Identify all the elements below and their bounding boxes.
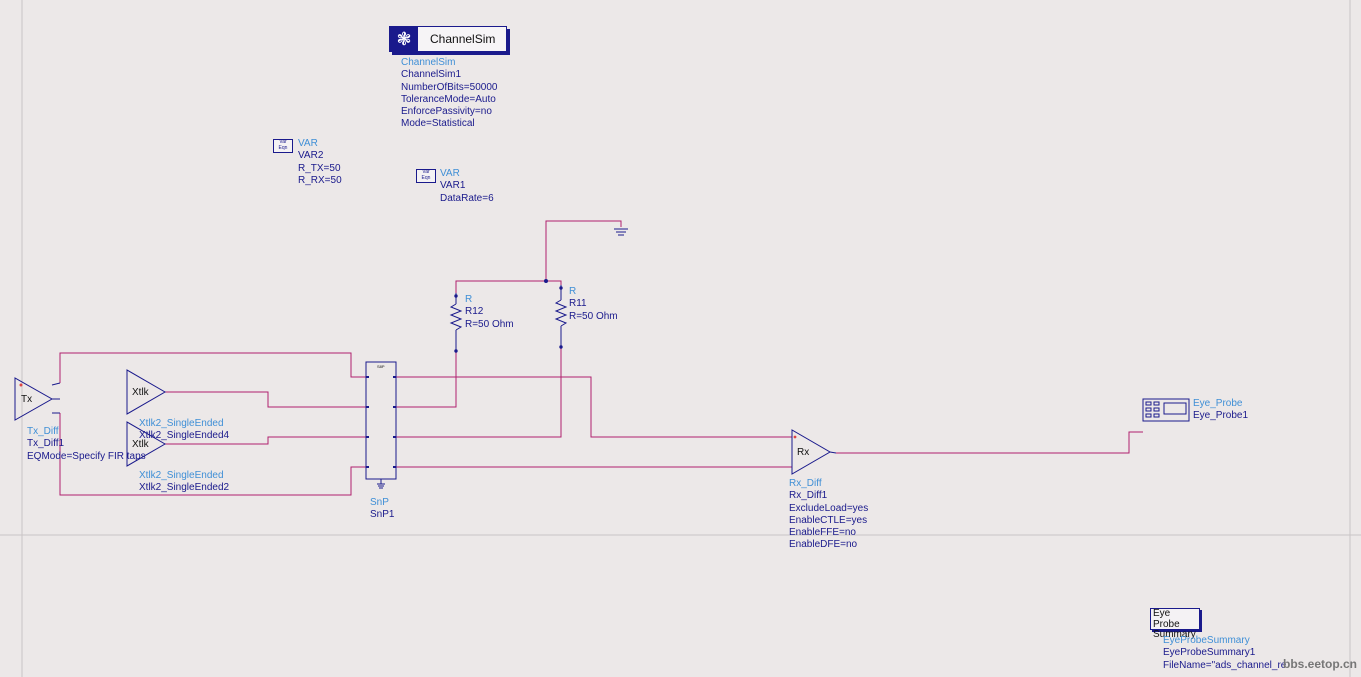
xtlk1-label: Xtlk2_SingleEnded Xtlk2_SingleEnded4 — [139, 418, 229, 443]
eye-probe-summary-param: FileName="ads_channel_re — [1163, 659, 1287, 671]
r11-name: R11 — [569, 298, 587, 310]
wire-tx-pos — [59, 352, 368, 383]
var2-label: VAR VAR2 R_TX=50 R_RX=50 — [298, 138, 342, 187]
rx-label: Rx_Diff Rx_Diff1 ExcludeLoad=yes EnableC… — [789, 478, 868, 552]
var1-param: DataRate=6 — [440, 192, 494, 204]
xtlk1-symbol — [126, 369, 166, 415]
rx-type: Rx_Diff — [789, 478, 822, 489]
var2-type: VAR — [298, 138, 318, 149]
xtlk2-name: Xtlk2_SingleEnded2 — [139, 482, 230, 494]
rx-pin-marker — [793, 435, 797, 439]
var2-param: R_TX=50 — [298, 162, 341, 174]
xtlk2-type: Xtlk2_SingleEnded — [139, 470, 224, 481]
var1-type: VAR — [440, 168, 460, 179]
tx-param: EQMode=Specify FIR taps — [27, 450, 146, 462]
wire-snp-p6 — [396, 347, 562, 438]
wire-snp-p4 — [396, 351, 457, 408]
r12-label: R R12 R=50 Ohm — [465, 294, 514, 331]
watermark: bbs.eetop.cn — [1283, 657, 1358, 671]
snp-pins — [366, 376, 396, 468]
eye-probe-symbol — [1142, 398, 1190, 422]
eye-probe-summary-label: EyeProbeSummary EyeProbeSummary1 FileNam… — [1163, 635, 1286, 672]
r11-param: R=50 Ohm — [569, 310, 618, 322]
tx-diff-symbol — [14, 377, 61, 421]
channelsim-label: ChannelSim ChannelSim1 NumberOfBits=5000… — [401, 57, 497, 131]
snp-symbol-label: S8P — [377, 364, 385, 369]
resistor-r11-icon — [554, 285, 568, 349]
snp-label: SnP SnP1 — [370, 497, 394, 522]
tx-type: Tx_Diff — [27, 426, 59, 437]
eye-probe-summary-name: EyeProbeSummary1 — [1163, 647, 1256, 659]
rx-diff-symbol — [791, 429, 837, 475]
wire-xtlk2 — [165, 436, 368, 445]
snp-type: SnP — [370, 497, 389, 508]
wires — [59, 220, 1143, 496]
resistor-r12-icon — [449, 293, 463, 353]
tx-label: Tx_Diff Tx_Diff1 EQMode=Specify FIR taps — [27, 426, 146, 463]
wire-gnd — [545, 220, 622, 281]
rx-param: EnableCTLE=yes — [789, 514, 868, 526]
wire-tx-neg — [59, 413, 368, 496]
var2-param: R_RX=50 — [298, 174, 342, 186]
channelsim-icon: ❃ — [390, 27, 418, 51]
eye-probe-summary-box[interactable]: Eye Probe Summary — [1150, 608, 1200, 640]
channelsim-title: ChannelSim — [430, 32, 496, 46]
eye-probe-summary-type: EyeProbeSummary — [1163, 635, 1250, 646]
rx-param: ExcludeLoad=yes — [789, 502, 869, 514]
xtlk1-symbol-label: Xtlk — [132, 387, 150, 398]
var2-name: VAR2 — [298, 150, 324, 162]
var1-name: VAR1 — [440, 180, 466, 192]
channelsim-controller[interactable]: ❃ ChannelSim — [389, 26, 507, 52]
rx-symbol-label: Rx — [797, 447, 809, 458]
r11-type: R — [569, 286, 577, 297]
xtlk2-label: Xtlk2_SingleEnded Xtlk2_SingleEnded2 — [139, 470, 229, 495]
channelsim-param: NumberOfBits=50000 — [401, 81, 498, 93]
snp-symbol — [365, 361, 397, 489]
r12-param: R=50 Ohm — [465, 318, 514, 330]
eye-probe-type: Eye_Probe — [1193, 398, 1243, 409]
var1-label: VAR VAR1 DataRate=6 — [440, 168, 494, 205]
channelsim-type: ChannelSim — [401, 57, 456, 68]
tx-name: Tx_Diff1 — [27, 438, 65, 450]
wire-xtlk1 — [165, 391, 368, 408]
tx-symbol-label: Tx — [21, 394, 32, 405]
wire-rx-eye — [836, 431, 1143, 454]
rx-param: EnableDFE=no — [789, 539, 858, 551]
ground-icon — [614, 228, 628, 236]
rx-param: EnableFFE=no — [789, 527, 856, 539]
rx-name: Rx_Diff1 — [789, 490, 828, 502]
tx-pin-marker — [19, 383, 23, 387]
xtlk1-type: Xtlk2_SingleEnded — [139, 418, 224, 429]
eye-probe-label: Eye_Probe Eye_Probe1 — [1193, 398, 1248, 423]
wire-r-top — [455, 280, 562, 293]
xtlk2-symbol-label: Xtlk — [132, 439, 150, 450]
snp-name: SnP1 — [370, 509, 395, 521]
channelsim-param: Mode=Statistical — [401, 118, 475, 130]
channelsim-param: EnforcePassivity=no — [401, 106, 492, 118]
wire-junction — [544, 279, 548, 283]
channelsim-name: ChannelSim1 — [401, 69, 462, 81]
wire-snp-p2 — [396, 376, 792, 438]
xtlk1-name: Xtlk2_SingleEnded4 — [139, 430, 230, 442]
r12-name: R12 — [465, 306, 484, 318]
xtlk2-symbol — [126, 421, 166, 467]
r11-label: R R11 R=50 Ohm — [569, 286, 618, 323]
eye-probe-name: Eye_Probe1 — [1193, 410, 1249, 422]
r12-type: R — [465, 294, 473, 305]
channelsim-param: ToleranceMode=Auto — [401, 93, 496, 105]
